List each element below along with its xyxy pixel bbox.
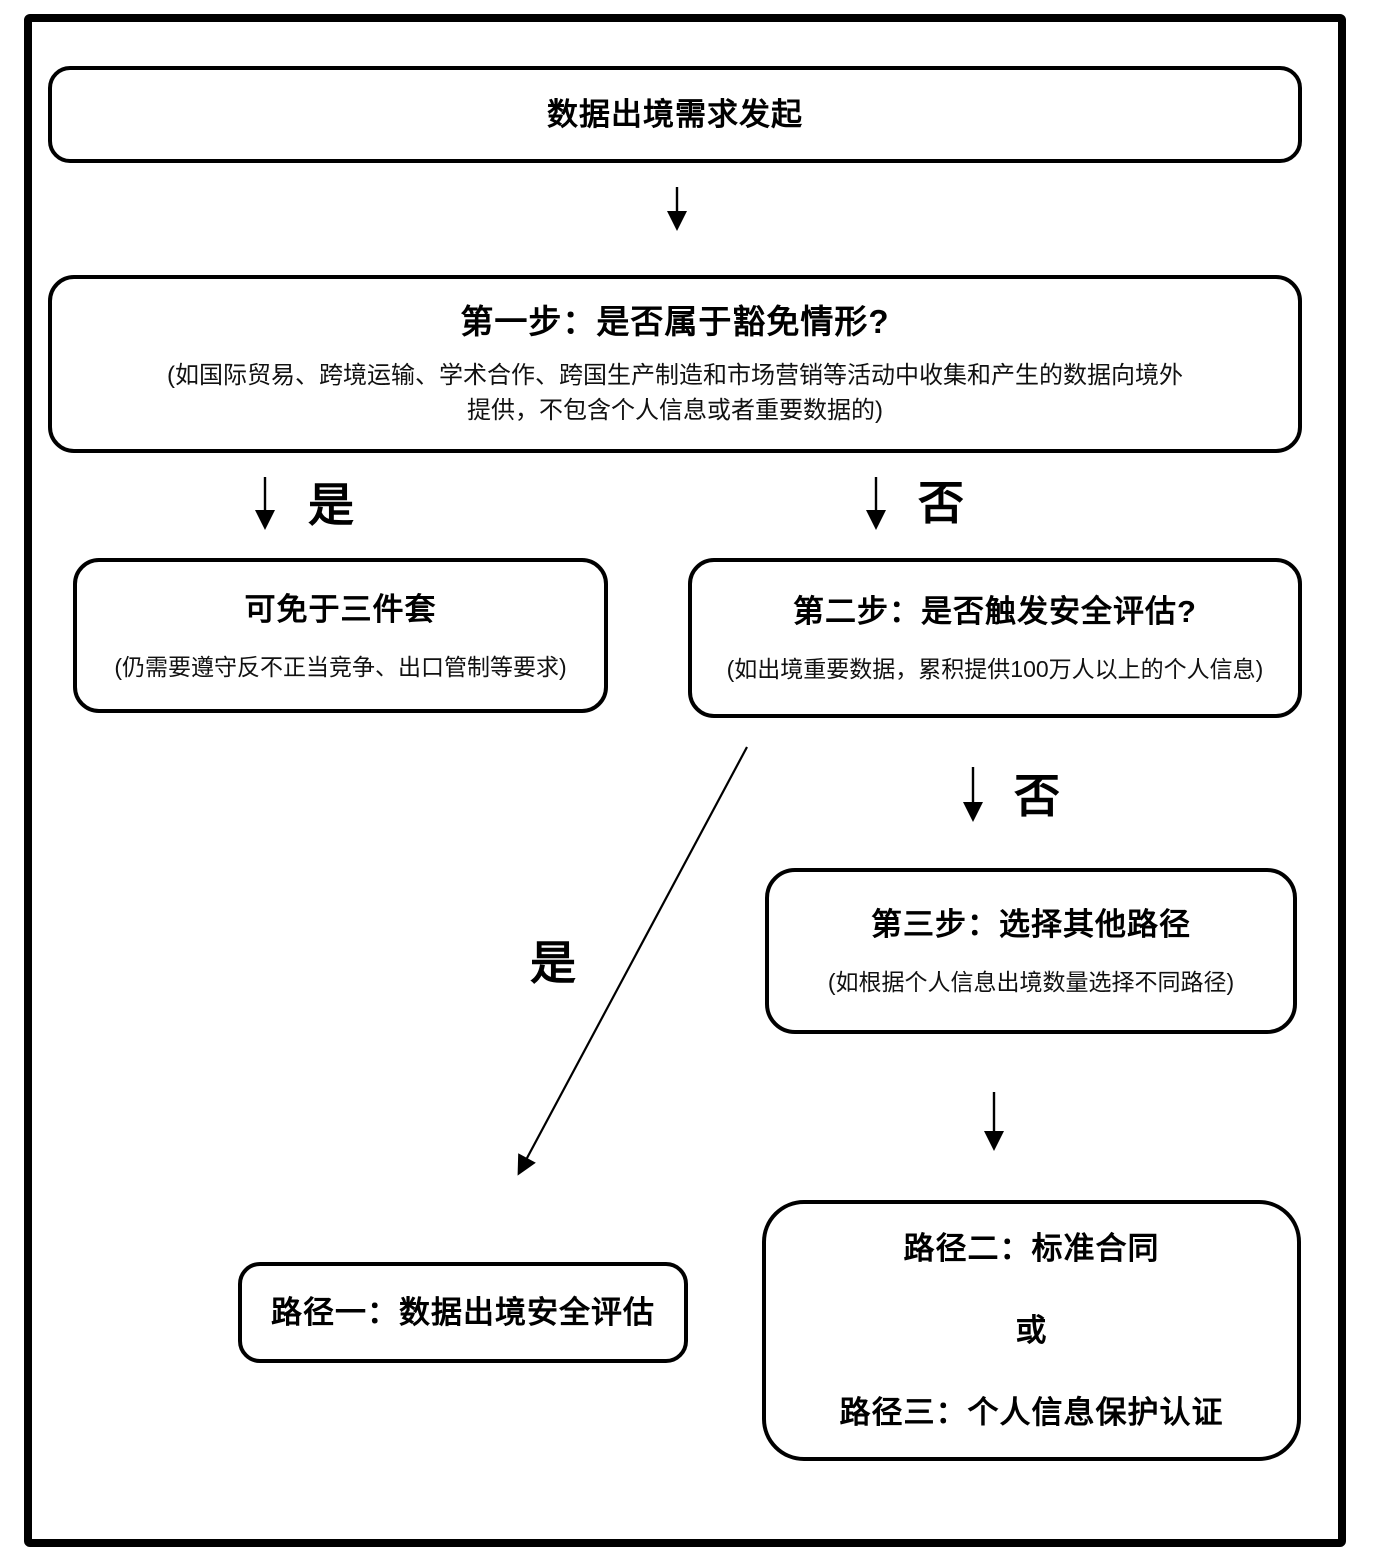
node-step3-title: 第三步：选择其他路径: [871, 907, 1191, 942]
node-exempt-title: 可免于三件套: [244, 591, 437, 627]
node-step1-note-line1: (如国际贸易、跨境运输、学术合作、跨国生产制造和市场营销等活动中收集和产生的数据…: [167, 362, 1183, 389]
node-step1-note: (如国际贸易、跨境运输、学术合作、跨国生产制造和市场营销等活动中收集和产生的数据…: [167, 358, 1183, 428]
node-path1-title: 路径一：数据出境安全评估: [271, 1294, 655, 1330]
node-start: 数据出境需求发起: [48, 66, 1302, 163]
node-step2-title: 第二步：是否触发安全评估?: [793, 594, 1197, 629]
node-step1-title: 第一步：是否属于豁免情形?: [460, 303, 890, 340]
node-start-title: 数据出境需求发起: [547, 96, 803, 132]
node-exempt-note: (仍需要遵守反不正当竞争、出口管制等要求): [114, 653, 567, 680]
node-step3: 第三步：选择其他路径 (如根据个人信息出境数量选择不同路径): [765, 868, 1297, 1034]
edge-label-step1-no: 否: [918, 477, 964, 529]
node-step2: 第二步：是否触发安全评估? (如出境重要数据，累积提供100万人以上的个人信息): [688, 558, 1302, 718]
node-path23-line2: 路径三：个人信息保护认证: [839, 1394, 1224, 1430]
node-step2-note: (如出境重要数据，累积提供100万人以上的个人信息): [726, 656, 1264, 682]
outer-frame: [24, 14, 1346, 1547]
node-path1: 路径一：数据出境安全评估: [238, 1262, 688, 1363]
node-step1-note-line2: 提供，不包含个人信息或者重要数据的): [467, 397, 883, 424]
node-step1: 第一步：是否属于豁免情形? (如国际贸易、跨境运输、学术合作、跨国生产制造和市场…: [48, 275, 1302, 453]
edge-label-step2-yes: 是: [530, 937, 576, 989]
node-exempt: 可免于三件套 (仍需要遵守反不正当竞争、出口管制等要求): [73, 558, 608, 713]
node-step3-note: (如根据个人信息出境数量选择不同路径): [827, 969, 1235, 995]
node-path23-or: 或: [1015, 1312, 1048, 1348]
edge-label-step2-no: 否: [1014, 770, 1060, 822]
node-path23-line1: 路径二：标准合同: [903, 1230, 1160, 1266]
edge-label-step1-yes: 是: [308, 479, 354, 531]
node-path23: 路径二：标准合同 或 路径三：个人信息保护认证: [762, 1200, 1301, 1461]
